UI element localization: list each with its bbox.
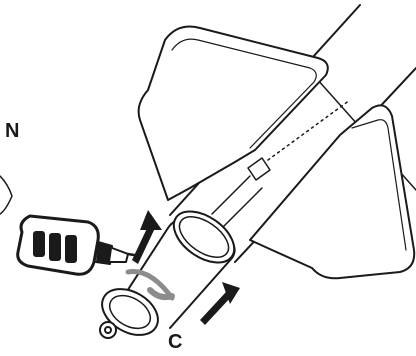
side-fragment <box>0 176 12 214</box>
fin-upper <box>139 27 328 201</box>
fin-lower <box>250 105 414 278</box>
callout-label-c: C <box>168 332 182 352</box>
bottle-icon <box>18 216 140 274</box>
callout-label-n: N <box>5 121 19 141</box>
